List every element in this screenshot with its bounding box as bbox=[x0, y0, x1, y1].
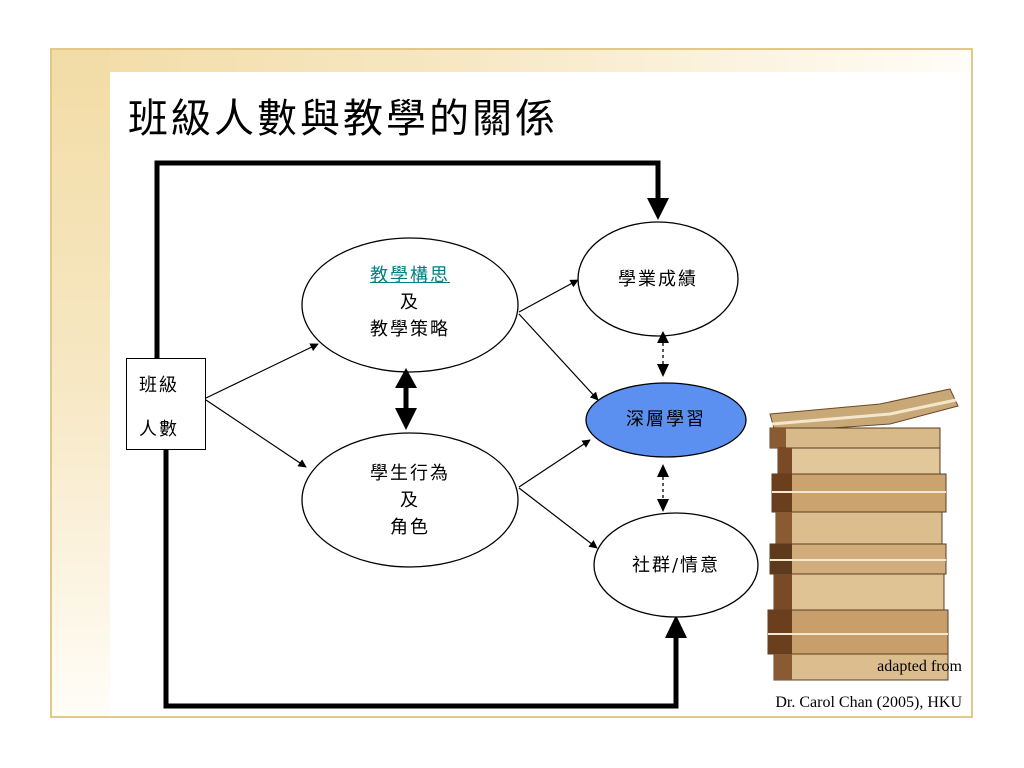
slide-left-band bbox=[52, 50, 110, 716]
class-size-line1: 班級 bbox=[139, 375, 179, 396]
dashed-arrowhead-up-2 bbox=[657, 464, 669, 477]
arrowhead-down-thick bbox=[395, 408, 417, 430]
arrowhead-up-thick bbox=[395, 368, 417, 388]
deep-learning-text: 深層學習 bbox=[626, 409, 706, 430]
teaching-concept-line3: 教學策略 bbox=[370, 319, 450, 340]
loop-arrowhead-top bbox=[647, 198, 669, 220]
arrow-behavior-to-deeplearning bbox=[518, 439, 591, 488]
node-community-affect bbox=[593, 512, 759, 618]
teaching-concept-text: 教學構思 及 教學策略 bbox=[330, 262, 490, 343]
arrow-behavior-to-community bbox=[518, 487, 598, 549]
student-behavior-line3: 角色 bbox=[390, 517, 430, 538]
credit-line2: Dr. Carol Chan (2005), HKU bbox=[775, 694, 962, 711]
student-behavior-line2: 及 bbox=[400, 490, 420, 511]
node-academic-achievement bbox=[577, 221, 739, 337]
academic-achievement-text: 學業成績 bbox=[618, 269, 698, 290]
dashed-arrowhead-up-1 bbox=[657, 331, 669, 343]
community-affect-text: 社群/情意 bbox=[631, 555, 721, 576]
teaching-concept-line1[interactable]: 教學構思 bbox=[370, 265, 450, 286]
dashed-arrowhead-down-1 bbox=[657, 364, 669, 377]
book-stack-image bbox=[767, 388, 959, 681]
arrow-teaching-to-deeplearning bbox=[518, 313, 599, 401]
loop-arrowhead-bottom bbox=[665, 615, 687, 638]
node-class-size: 班級 人數 bbox=[126, 358, 206, 450]
node-student-behavior bbox=[301, 432, 519, 568]
teaching-concept-line2: 及 bbox=[400, 292, 420, 313]
student-behavior-text: 學生行為 及 角色 bbox=[330, 460, 490, 541]
page-title: 班級人數與教學的關係 bbox=[128, 96, 558, 142]
arrow-teaching-to-achievement bbox=[518, 279, 579, 313]
node-teaching-concept bbox=[301, 237, 519, 373]
dashed-arrowhead-down-2 bbox=[657, 499, 669, 512]
arrow-classsize-to-behavior bbox=[205, 399, 307, 468]
slide-top-band bbox=[52, 50, 971, 72]
class-size-line2: 人數 bbox=[139, 419, 179, 440]
student-behavior-line1: 學生行為 bbox=[370, 463, 450, 484]
arrow-classsize-to-teaching bbox=[205, 343, 319, 399]
loop-line-top bbox=[154, 160, 661, 358]
credit-line1: adapted from bbox=[877, 658, 962, 675]
node-deep-learning bbox=[585, 382, 747, 458]
loop-line-bottom bbox=[163, 450, 679, 709]
